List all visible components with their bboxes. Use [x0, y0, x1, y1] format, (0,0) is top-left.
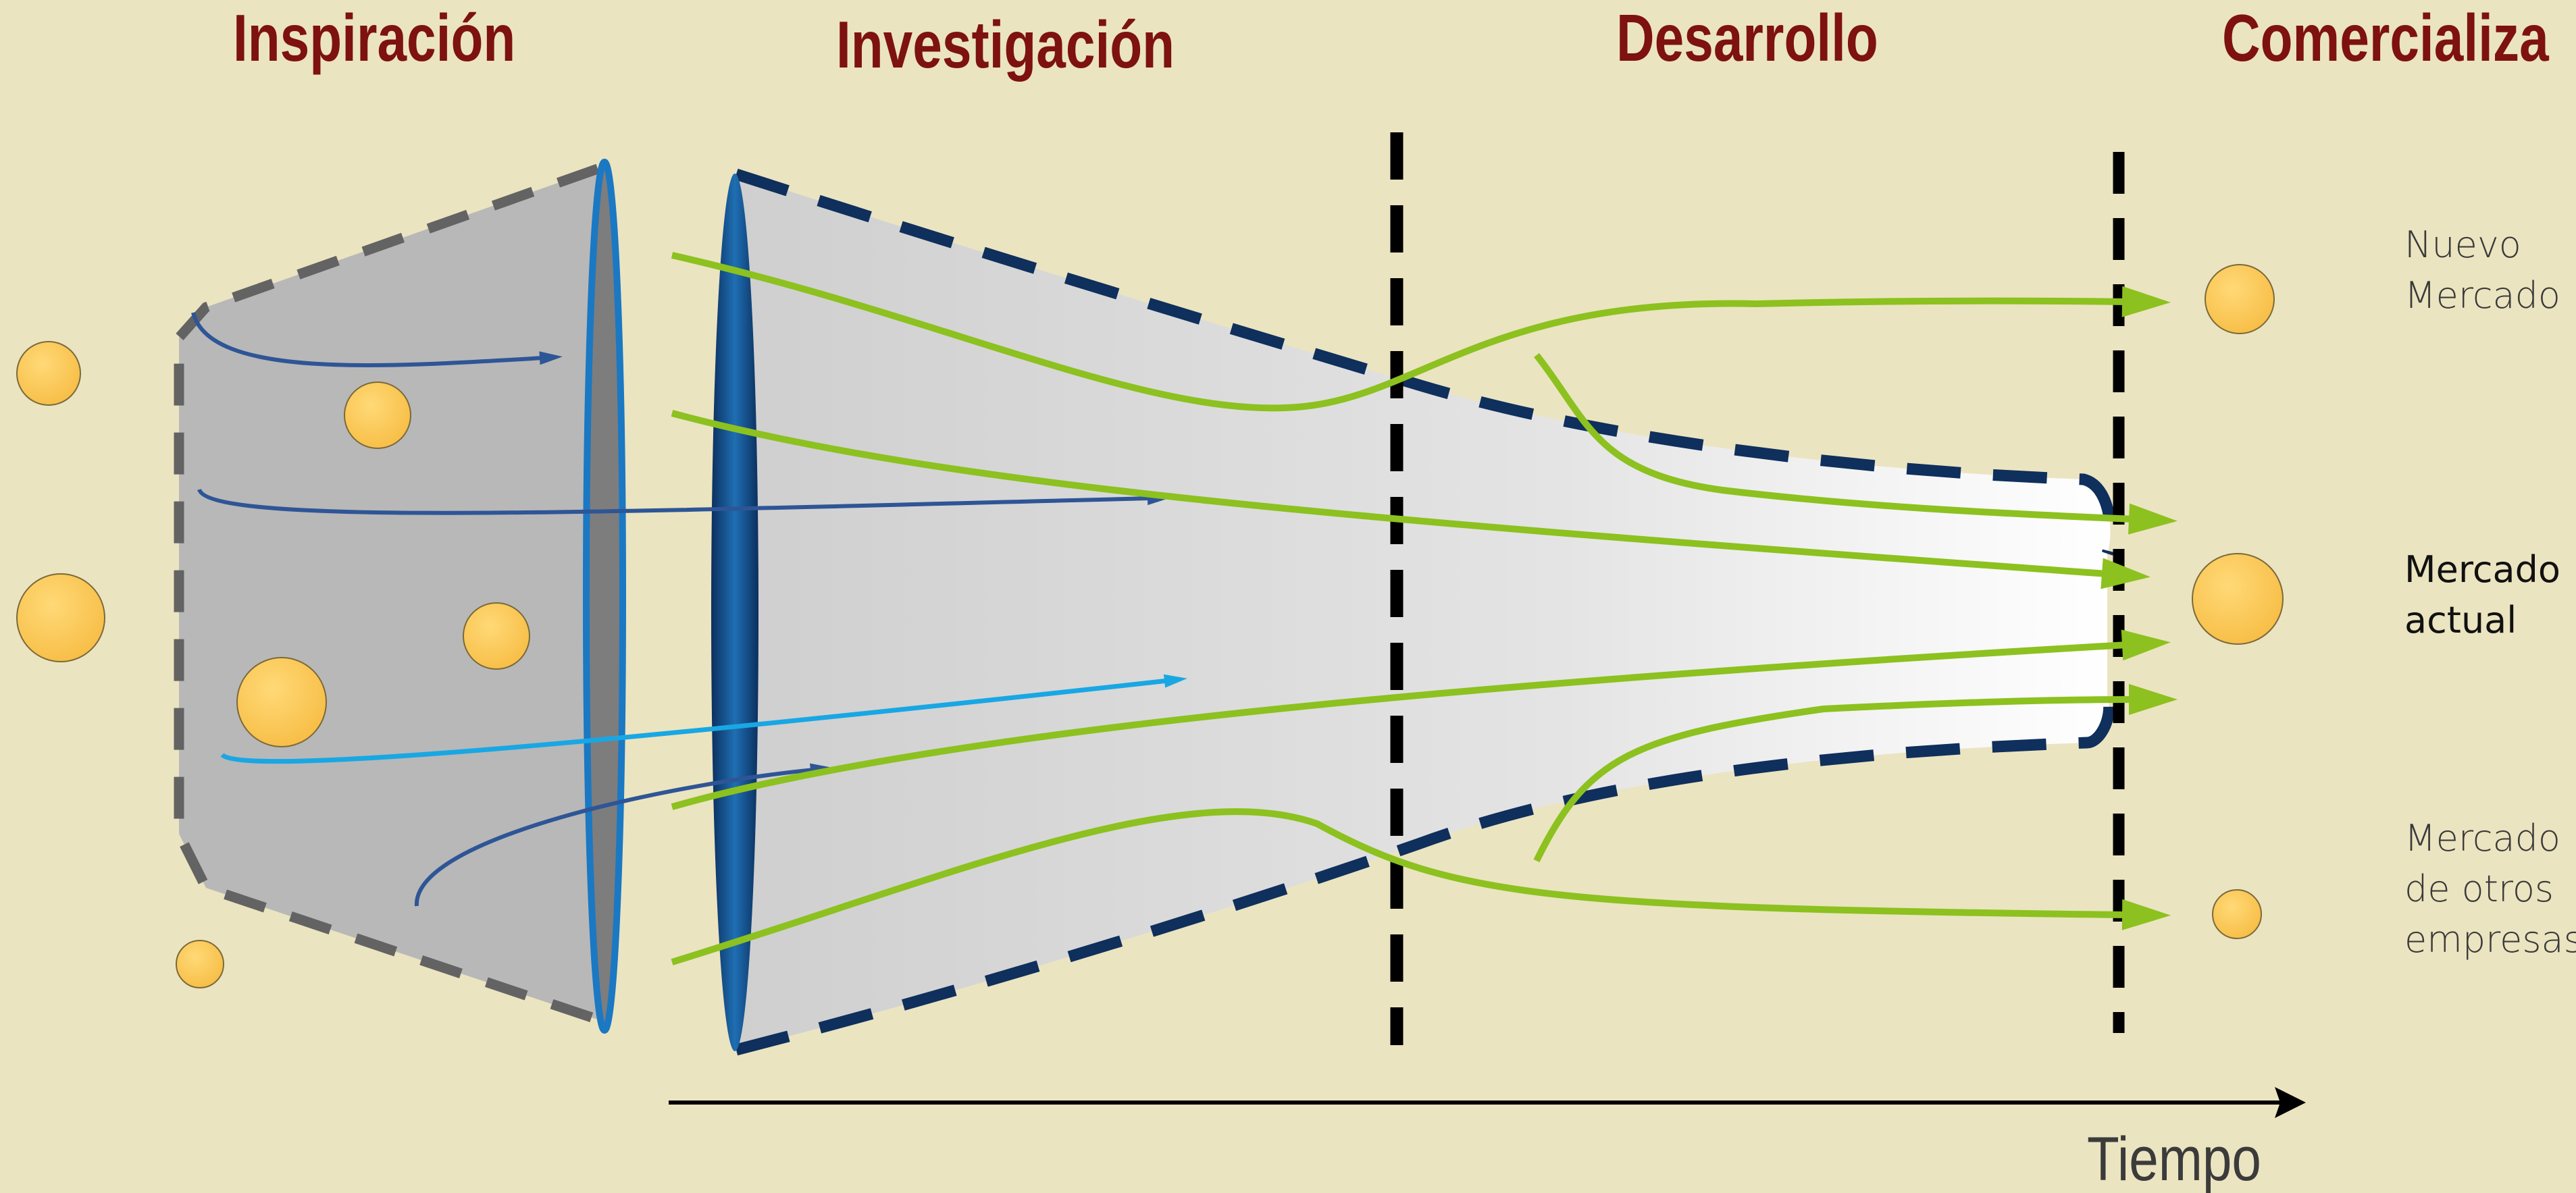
- phase-title-development: Desarrollo: [1616, 1, 1878, 75]
- other-companies-label-line-1: Mercado: [2404, 817, 2560, 859]
- idea-arrow-1: [191, 312, 563, 367]
- new-market-label-line-2: Mercado: [2404, 274, 2560, 317]
- phase-title-inspiration: Inspiración: [233, 1, 516, 75]
- new-market-dot: [2205, 264, 2275, 334]
- project-path-current-4: [1533, 684, 2178, 863]
- idea-dot: [176, 940, 224, 988]
- project-path-other-companies: [671, 808, 2171, 965]
- idea-dot: [16, 573, 105, 662]
- idea-dot: [236, 657, 327, 747]
- current-market-dot: [2192, 553, 2284, 645]
- research-development-funnel: [736, 174, 2111, 1050]
- phase-title-research: Investigación: [836, 7, 1175, 82]
- idea-dot: [463, 602, 530, 670]
- funnel-bottom-dashed-outline: [734, 693, 2115, 1056]
- other-companies-market-label: Mercado de otros empresas: [2404, 813, 2576, 965]
- other-companies-market-dot: [2212, 889, 2262, 939]
- project-path-current-1: [1534, 352, 2178, 535]
- funnel-top-dashed-outline: [734, 168, 2116, 556]
- project-path-current-3: [671, 629, 2171, 810]
- current-market-label-line-1: Mercado: [2404, 548, 2560, 591]
- research-entrance-lens: [711, 174, 758, 1051]
- idea-arrow-4: [414, 763, 833, 907]
- inspiration-cone: [179, 169, 598, 1019]
- current-market-label-line-2: actual: [2404, 599, 2517, 641]
- new-market-label-line-1: Nuevo: [2404, 223, 2521, 266]
- new-market-label: Nuevo Mercado: [2404, 219, 2560, 321]
- phase-title-commercialization: Comercializa: [2222, 1, 2549, 75]
- current-market-label: Mercado actual: [2404, 544, 2560, 645]
- project-path-new-market: [671, 252, 2171, 412]
- other-companies-label-line-2: de otros: [2404, 868, 2554, 910]
- project-path-current-2: [671, 410, 2150, 589]
- idea-arrow-2: [197, 488, 1170, 515]
- inspiration-dashed-outline: [174, 163, 600, 1025]
- inspiration-lens: [583, 159, 626, 1034]
- other-companies-label-line-3: empresas: [2404, 918, 2576, 961]
- idea-dot: [16, 341, 81, 406]
- idea-dot: [344, 381, 411, 449]
- time-axis-label: Tiempo: [2087, 1125, 2261, 1193]
- idea-arrow-3: [220, 674, 1187, 764]
